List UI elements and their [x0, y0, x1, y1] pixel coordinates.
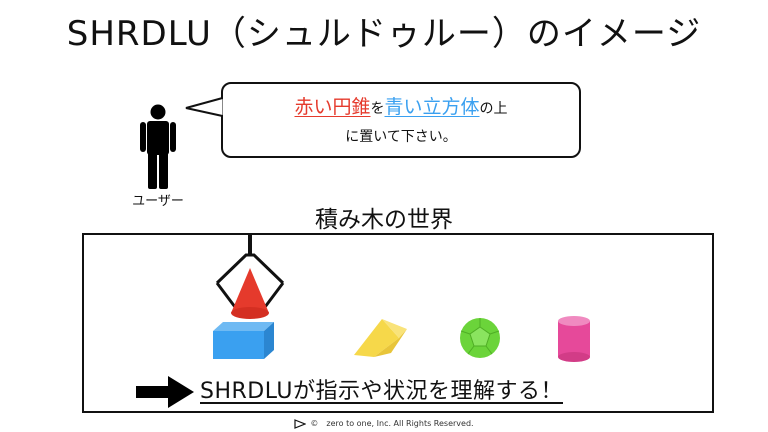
blocks-scene — [213, 235, 590, 362]
arrow-right-icon — [136, 376, 194, 408]
user-label: ユーザー — [132, 194, 184, 209]
blue-cube — [213, 322, 274, 359]
robot-gripper-icon — [215, 235, 285, 308]
copyright-text: © zero to one, Inc. All Rights Reserved. — [310, 419, 474, 428]
world-title: 積み木の世界 — [315, 207, 453, 233]
yellow-prism — [354, 319, 407, 357]
blue-cube-text: 青い立方体 — [384, 96, 480, 118]
speech-bubble: 赤い円錐を青い立方体の上 に置いて下さい。 — [221, 82, 581, 158]
instruction-line-1: 赤い円錐を青い立方体の上 — [223, 92, 579, 119]
page-title: SHRDLU（シュルドゥルー）のイメージ — [66, 14, 702, 54]
green-dodecahedron — [460, 318, 500, 358]
copyright-footer: © zero to one, Inc. All Rights Reserved. — [0, 418, 768, 429]
conclusion-text: SHRDLUが指示や状況を理解する！ — [200, 379, 563, 404]
particle-wo: を — [370, 101, 385, 117]
speech-bubble-tail — [185, 97, 223, 117]
logo-icon — [294, 418, 307, 429]
person-icon — [140, 104, 176, 189]
particle-no: の上 — [479, 101, 508, 117]
instruction-line-2: に置いて下さい。 — [345, 129, 457, 145]
pink-cylinder — [558, 316, 590, 362]
red-cone — [231, 268, 269, 319]
blocks-world — [82, 233, 714, 413]
red-cone-text: 赤い円錐 — [294, 96, 371, 118]
